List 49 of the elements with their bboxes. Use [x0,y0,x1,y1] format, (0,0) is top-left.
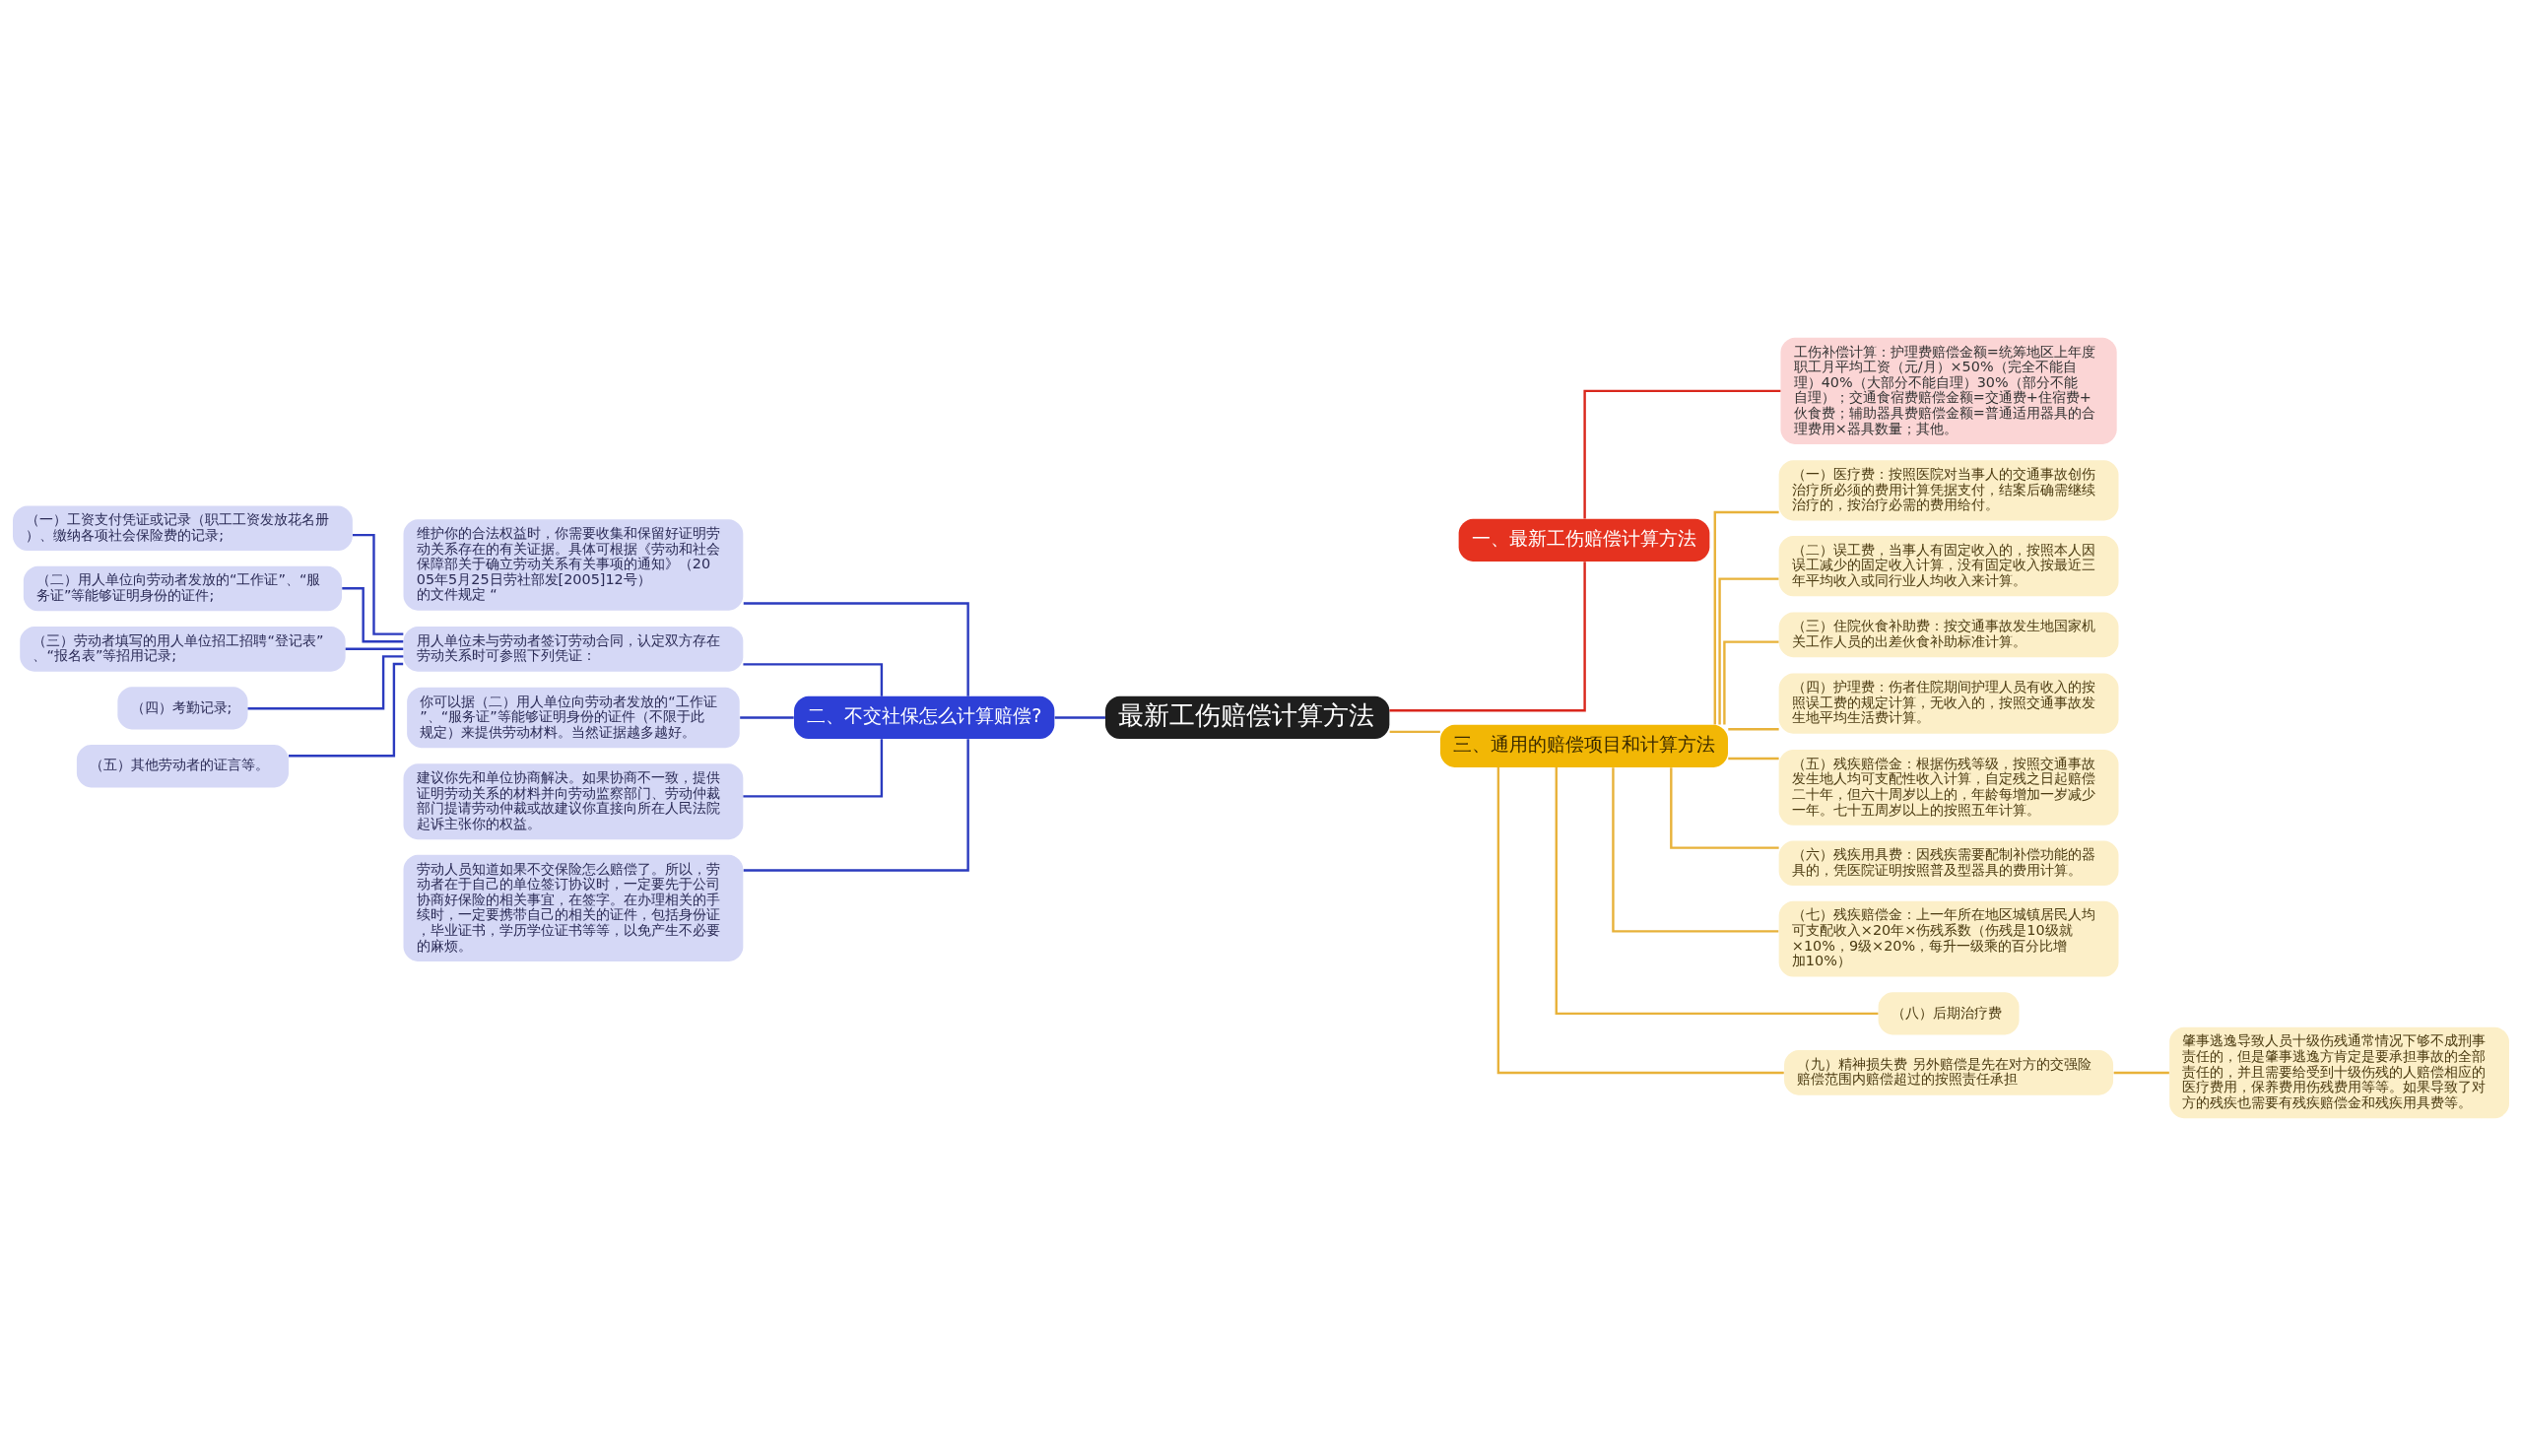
node-box: （八）后期治疗费 [1878,992,2020,1035]
node-box: （五）其他劳动者的证言等。 [76,745,289,788]
connector [1718,577,1779,725]
connector [1612,767,1779,933]
connector [1583,389,1781,519]
node-box: 二、不交社保怎么计算赔偿? [794,695,1055,740]
node-box: 三、通用的赔偿项目和计算方法 [1440,724,1728,767]
connector [1713,510,1779,725]
node-box: （一）工资支付凭证或记录（职工工资发放花名册）、缴纳各项社会保险费的记录; [13,505,353,552]
node-box: （七）残疾赔偿金：上一年所在地区城镇居民人均可支配收入×20年×伤残系数（伤残是10级就×10%，9级×20%，每升一级乘的百分比增加10%） [1778,900,2119,977]
connector [740,716,794,719]
connector [2113,1071,2169,1075]
node-box: （二）误工费，当事人有固定收入的，按照本人因误工减少的固定收入计算，没有固定收入按最近三年平均收入或同行业人均收入来计算。 [1778,536,2119,597]
connector [1670,767,1779,849]
node-box: 用人单位未与劳动者签订劳动合同，认定双方存在劳动关系时可参照下列凭证： [403,626,744,672]
node-box: （三）住院伙食补助费：按交通事故发生地国家机关工作人员的出差伙食补助标准计算。 [1778,612,2119,658]
connector [1389,730,1440,734]
connector [1723,640,1779,725]
node-box: 建议你先和单位协商解决。如果协商不一致，提供证明劳动关系的材料并向劳动监察部门、劳动仲裁部门提请劳动仲裁或故建议你直接向所在人民法院起诉主张你的权益。 [403,763,744,840]
connector [743,602,969,696]
connector [1555,767,1879,1016]
node-box: 工伤补偿计算：护理费赔偿金额=统筹地区上年度职工月平均工资（元/月）×50%（完全不能自理）40%（大部分不能自理）30%（部分不能自理）；交通食宿费赔偿金额=交通费+住宿费+伙食费；辅助器具费赔偿金额=普通适用器具的合理费用×器具数量；其他。 [1780,337,2117,444]
node-box: （四）考勤记录; [117,687,248,730]
node-box: （五）残疾赔偿金：根据伤残等级，按照交通事故发生地人均可支配性收入计算，自定残之日起赔偿二十年，但六十周岁以上的，年龄每增加一岁减少一年。七十五周岁以上的按照五年计算。 [1778,749,2119,826]
connector [1728,757,1779,761]
node-box: （九）精神损失费 另外赔偿是先在对方的交强险赔偿范围内赔偿超过的按照责任承担 [1784,1050,2114,1095]
node-box: 一、最新工伤赔偿计算方法 [1458,518,1710,562]
connector [289,662,404,758]
connector [743,663,884,696]
node-box: （六）残疾用具费：因残疾需要配制补偿功能的器具的，凭医院证明按照普及型器具的费用计算。 [1778,840,2119,887]
node-box: 最新工伤赔偿计算方法 [1105,695,1390,740]
node-box: （三）劳动者填写的用人单位招工招聘“登记表”、“报名表”等招用记录; [20,626,346,672]
connector [743,739,969,872]
connector [743,739,884,798]
connector [352,533,404,635]
connector [342,587,404,643]
connector [345,647,404,650]
node-box: 肇事逃逸导致人员十级伤残通常情况下够不成刑事责任的，但是肇事逃逸方肯定是要承担事故的全部责任的，并且需要给受到十级伤残的人赔偿相应的医疗费用，保养费用伤残费用等等。如果导致了对方的残疾也需要有残疾赔偿金和残疾用具费等。 [2169,1026,2509,1119]
connector [1496,767,1784,1075]
node-box: （二）用人单位向劳动者发放的“工作证”、“服务证”等能够证明身份的证件; [23,565,343,612]
node-box: 你可以据（二）用人单位向劳动者发放的“工作证”、“服务证”等能够证明身份的证件（不限于此规定）来提供劳动材料。当然证据越多越好。 [407,687,740,749]
node-box: （四）护理费：伤者住院期间护理人员有收入的按照误工费的规定计算，无收入的，按照交通事故发生地平均生活费计算。 [1778,673,2119,734]
connector [1728,728,1779,731]
node-box: 维护你的合法权益时，你需要收集和保留好证明劳动关系存在的有关证据。具体可根据《劳动和社会保障部关于确立劳动关系有关事项的通知》（2005年5月25日劳社部发[2005]12号）的文件规定 “ [403,519,744,611]
connector [1389,562,1586,712]
connector [247,655,404,710]
node-box: 劳动人员知道如果不交保险怎么赔偿了。所以，劳动者在于自己的单位签订协议时，一定要先于公司协商好保险的相关事宜，在签字。在办理相关的手续时，一定要携带自己的相关的证件，包括身份证，毕业证书，学历学位证书等等，以免产生不必要的麻烦。 [403,854,744,961]
connector [1054,716,1105,719]
node-box: （一）医疗费：按照医院对当事人的交通事故创伤治疗所必须的费用计算凭据支付，结案后确需继续治疗的，按治疗必需的费用给付。 [1778,460,2119,521]
